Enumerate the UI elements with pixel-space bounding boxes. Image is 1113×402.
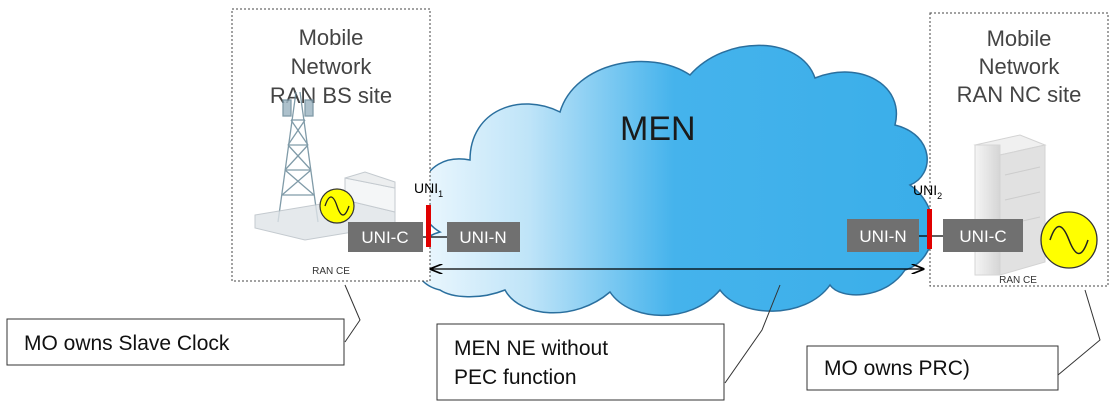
clock-oscillator-icon: [1040, 211, 1098, 269]
right-site: Mobile Network RAN NC site UNI-C RAN CE: [929, 12, 1109, 287]
server-rack-icon: [973, 134, 1047, 276]
callout-slave-clock: MO owns Slave Clock: [6, 284, 361, 366]
uni2-label: UNI2: [913, 182, 942, 201]
right-ran-ce-label: RAN CE: [999, 275, 1037, 286]
callout-men-ne: MEN NE without PEC function: [436, 284, 781, 401]
callout-men-ne-line-2: PEC function: [454, 366, 577, 389]
left-uni-n-box: [447, 222, 520, 252]
left-site-title-line-2: Network: [291, 54, 373, 79]
right-uni-c-box: [943, 219, 1023, 252]
left-site-title-line-1: Mobile: [299, 25, 364, 50]
men-cloud: MEN: [414, 44, 934, 317]
left-uni-n-label: UNI-N: [459, 228, 506, 247]
callout-men-ne-line-1: MEN NE without: [454, 337, 608, 360]
right-site-title-line-1: Mobile: [987, 26, 1052, 51]
left-uni-c-label: UNI-C: [361, 228, 408, 247]
uni1-label: UNI1: [414, 180, 443, 199]
right-site-title-line-2: Network: [979, 54, 1061, 79]
callout-prc: MO owns PRC): [806, 289, 1101, 391]
clock-oscillator-icon: [319, 188, 355, 224]
left-ran-ce-label: RAN CE: [312, 266, 350, 277]
right-site-title-line-3: RAN NC site: [957, 82, 1082, 107]
callout-slave-clock-text: MO owns Slave Clock: [24, 332, 230, 355]
men-title: MEN: [620, 110, 696, 148]
uni1-marker: [426, 205, 431, 247]
right-uni-n-label: UNI-N: [859, 227, 906, 246]
cell-tower-icon: [277, 91, 319, 223]
callout-prc-text: MO owns PRC): [824, 357, 970, 380]
right-uni-n-box: [847, 219, 919, 252]
left-uni-c-box: [348, 222, 423, 252]
uni2-marker: [927, 209, 932, 249]
left-site: Mobile Network RAN BS site: [231, 8, 431, 282]
right-uni-c-label: UNI-C: [959, 227, 1006, 246]
